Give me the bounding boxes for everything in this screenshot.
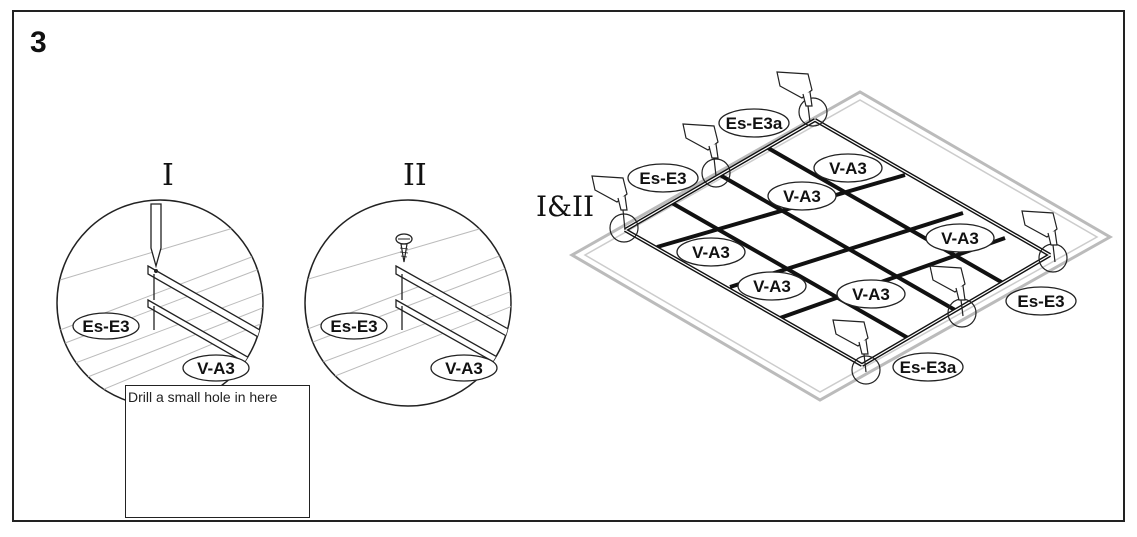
step-number: 3 (30, 26, 47, 59)
label-es-e3-two: Es-E3 (330, 317, 377, 336)
drill-icon (1021, 210, 1058, 263)
attachment-point-marker (701, 158, 731, 188)
grid-label-es-e3-right: Es-E3 (1017, 292, 1064, 311)
grid-label-es-e3-left: Es-E3 (639, 169, 686, 188)
grid-label-v-a3: V-A3 (753, 277, 791, 296)
grid-label-es-e3a-bottom: Es-E3a (900, 358, 957, 377)
detail-label-two: II (403, 158, 427, 193)
grid-label-v-a3: V-A3 (829, 159, 867, 178)
attachment-point-marker (798, 97, 828, 127)
grid-label-v-a3: V-A3 (941, 229, 979, 248)
grid-label-v-a3: V-A3 (692, 243, 730, 262)
label-es-e3-one: Es-E3 (82, 317, 129, 336)
grid-label-es-e3a-top: Es-E3a (726, 114, 783, 133)
drill-icon (776, 71, 813, 123)
drill-point-marker (154, 269, 158, 273)
drill-icon (929, 265, 966, 317)
detail-circle-two: Es-E3 V-A3 (304, 199, 512, 407)
grid-label-v-a3: V-A3 (783, 187, 821, 206)
drill-icon (832, 319, 869, 373)
drill-icon (591, 175, 628, 231)
drill-icon (682, 123, 719, 177)
ceiling-grid-assembly: V-A3 V-A3 V-A3 V-A3 V-A3 V-A3 Es-E3a Es-… (568, 71, 1114, 402)
detail-circle-one: Es-E3 V-A3 (56, 199, 264, 407)
drill-bit-icon (150, 203, 162, 269)
label-v-a3-one: V-A3 (197, 359, 235, 378)
detail-label-both: I&II (536, 190, 595, 223)
note-text: Drill a small hole in here (128, 389, 278, 405)
attachment-point-marker (851, 355, 881, 385)
figure-frame (12, 10, 1125, 522)
grid-label-v-a3: V-A3 (852, 285, 890, 304)
screw-icon (395, 233, 413, 263)
note-box: Drill a small hole in here (125, 385, 310, 518)
detail-label-one: I (162, 158, 174, 193)
label-v-a3-two: V-A3 (445, 359, 483, 378)
